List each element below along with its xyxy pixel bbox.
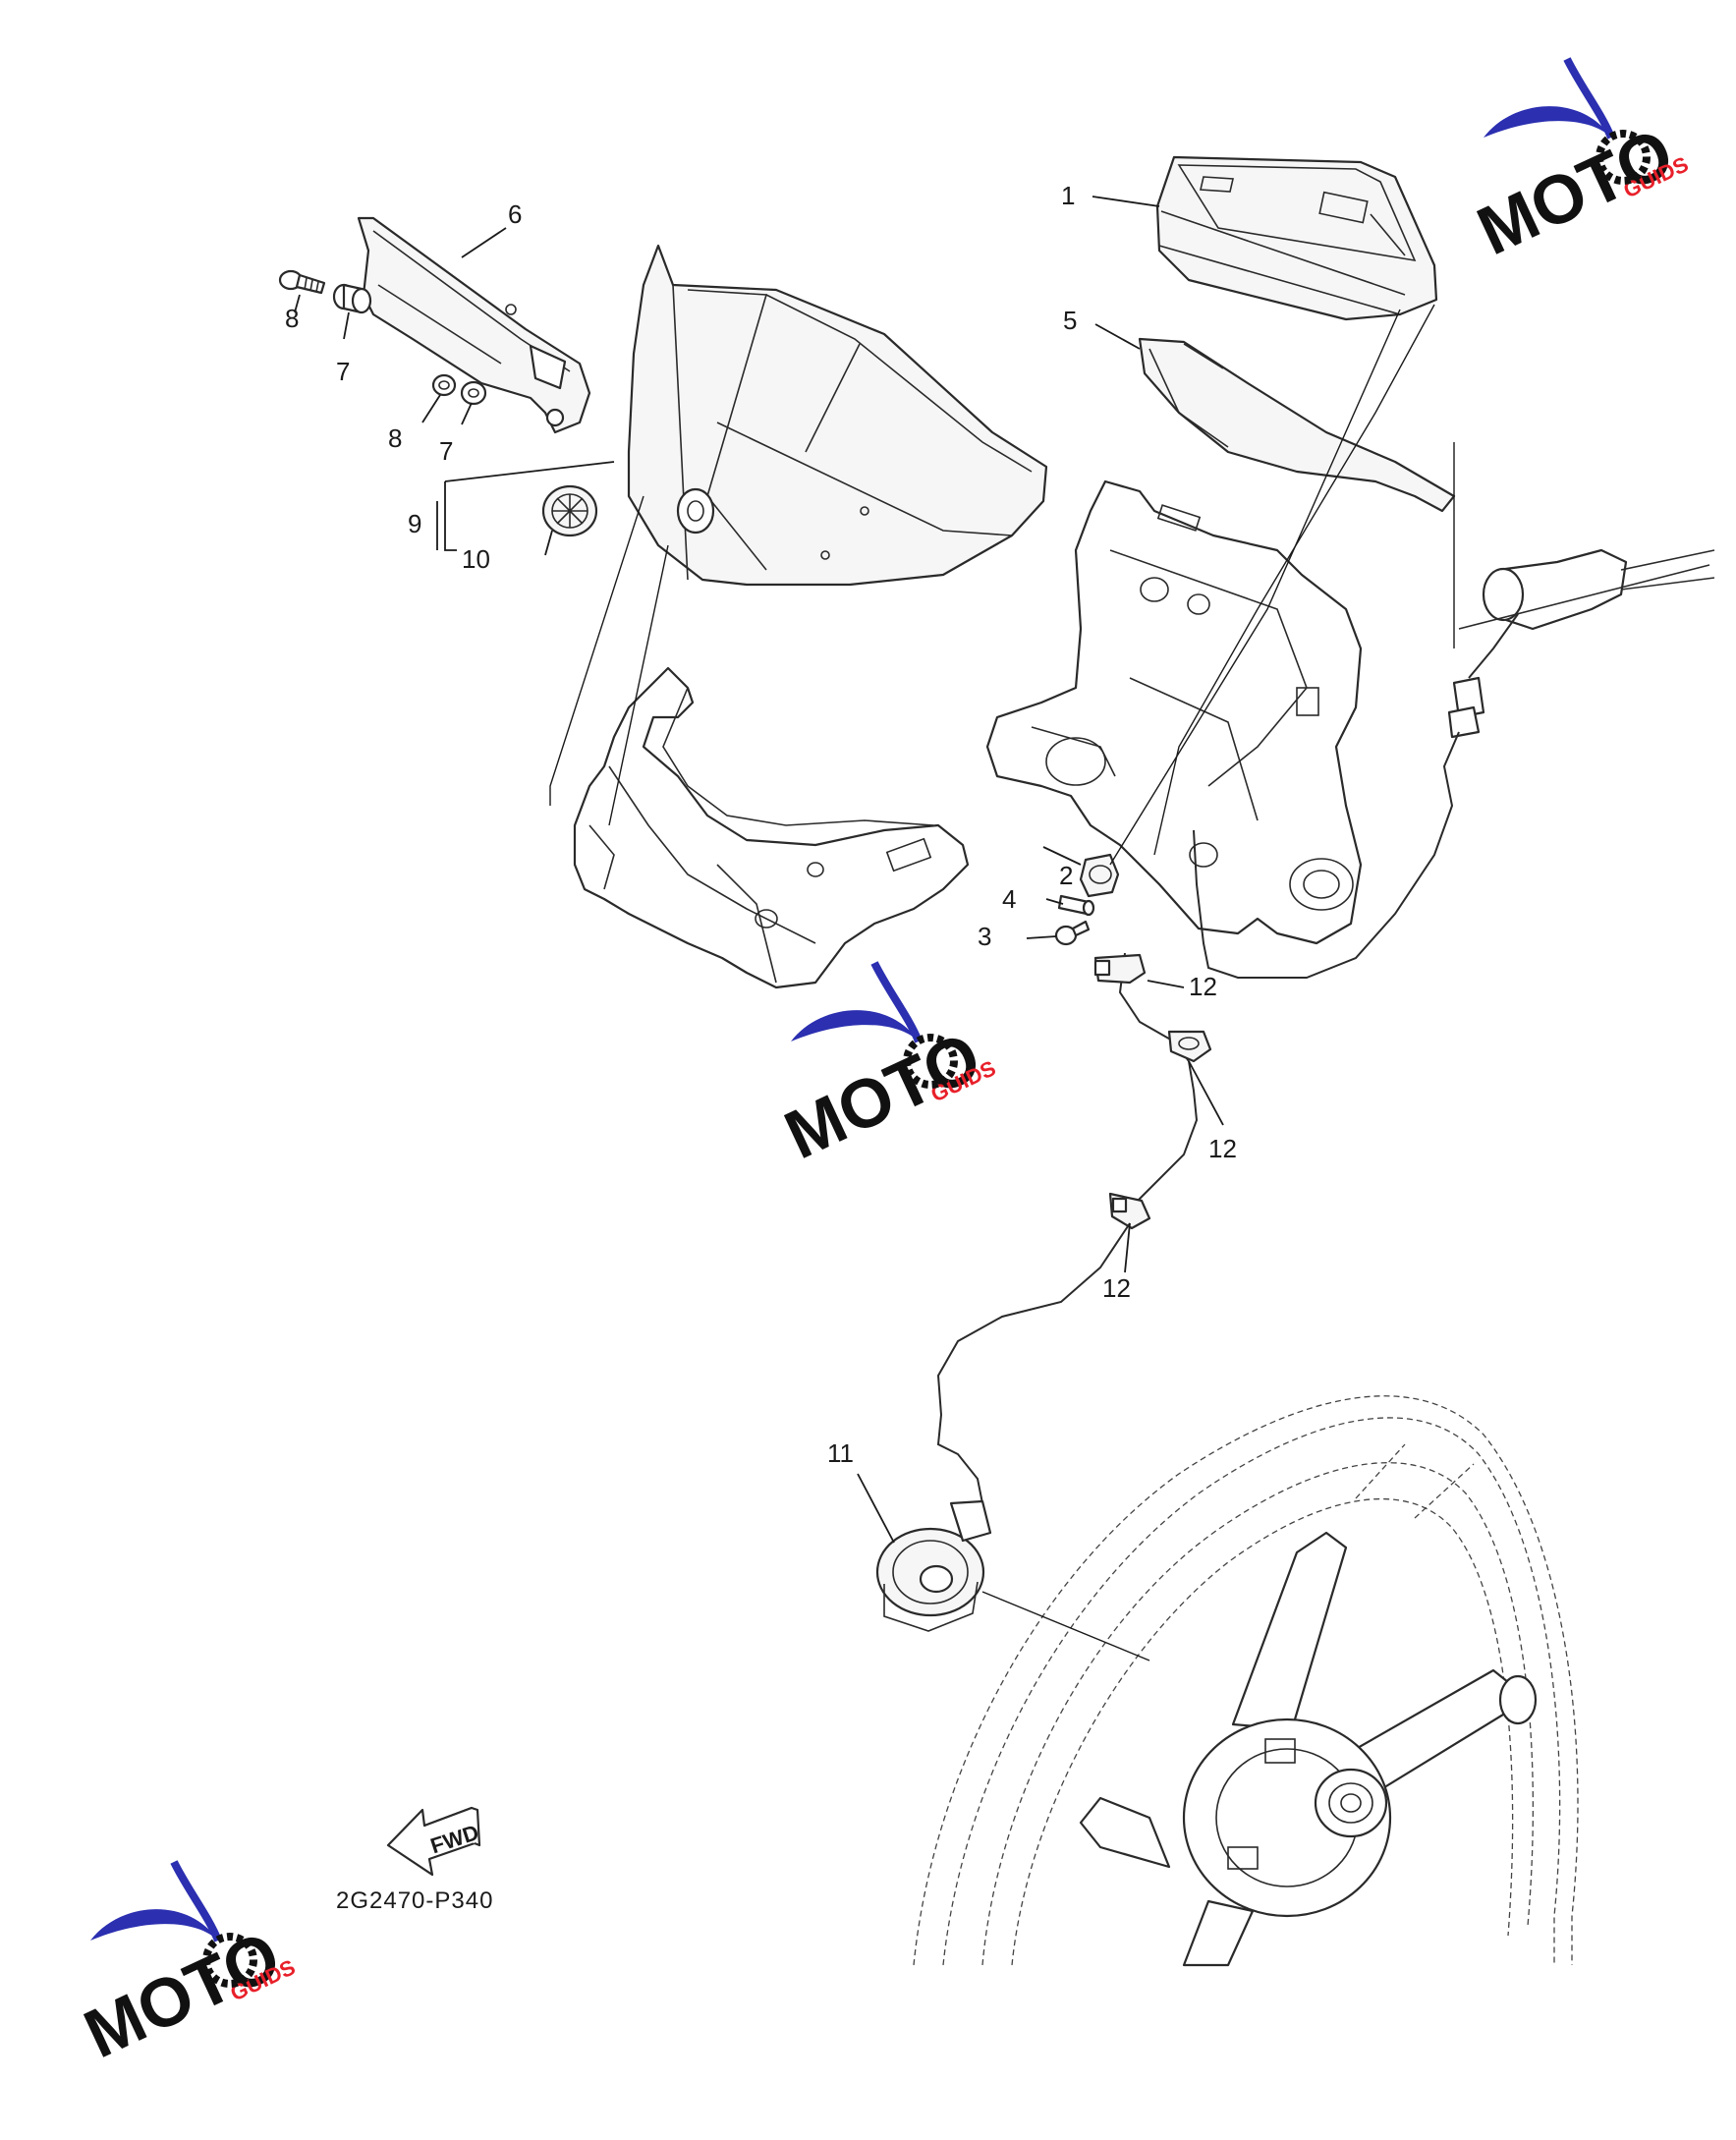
callout-5: 5 xyxy=(1063,306,1077,335)
callout-11: 11 xyxy=(827,1438,854,1468)
callout-7-lower: 7 xyxy=(439,436,453,466)
part-2-grommet xyxy=(1079,853,1120,898)
callout-6: 6 xyxy=(508,199,522,229)
speed-sensor-lead-mid xyxy=(1129,1060,1199,1210)
watermark-logo-top: MOTO GUIDS xyxy=(1466,57,1692,269)
callout-12-lower: 12 xyxy=(1102,1273,1131,1303)
part-3-screw xyxy=(1054,920,1091,946)
callout-2: 2 xyxy=(1059,861,1073,890)
sensor-connector xyxy=(1193,548,1715,979)
part-12-clamp-lower xyxy=(1108,1192,1151,1230)
callout-labels: 1 2 3 4 5 6 7 7 8 8 9 10 11 12 12 12 xyxy=(285,181,1237,1468)
callout-4: 4 xyxy=(1002,884,1016,914)
washer-7-lower xyxy=(460,380,487,406)
watermark-logo-middle: MOTO GUIDS xyxy=(773,961,999,1173)
watermark-logo-bottom: MOTO GUIDS xyxy=(73,1860,299,2072)
leader-lines xyxy=(294,196,1224,1544)
part-5-meter-cover xyxy=(1138,337,1456,513)
part-12-clamp-upper xyxy=(1093,953,1147,985)
collar-7-upper xyxy=(332,283,372,314)
callout-1: 1 xyxy=(1061,181,1075,210)
callout-8-upper: 8 xyxy=(285,304,299,333)
callout-3: 3 xyxy=(978,922,991,951)
speed-sensor-lead-lower xyxy=(936,1222,1131,1504)
front-cowl-upper xyxy=(627,244,1048,587)
callout-8-lower: 8 xyxy=(388,423,402,453)
bolt-8-lower xyxy=(431,373,457,397)
callout-10: 10 xyxy=(462,544,490,574)
part-10-emblem xyxy=(541,484,598,537)
part-11-speed-sensor xyxy=(875,1499,992,1632)
front-wheel xyxy=(913,1395,1579,1967)
headlight-housing xyxy=(985,479,1363,945)
reference-lines xyxy=(549,304,1455,1661)
front-panel-lower xyxy=(573,666,970,989)
callout-9: 9 xyxy=(408,509,421,538)
part-4-collar xyxy=(1057,894,1095,917)
part-12-clamp-middle xyxy=(1167,1030,1212,1063)
part-1-meter-assembly xyxy=(1155,155,1438,321)
callout-12-middle: 12 xyxy=(1208,1134,1237,1163)
callout-12-upper: 12 xyxy=(1189,972,1217,1001)
callout-7-upper: 7 xyxy=(336,357,350,386)
bolt-8-upper xyxy=(278,269,326,295)
diagram-code: 2G2470-P340 xyxy=(336,1887,493,1914)
fwd-arrow: FWD xyxy=(386,1806,481,1877)
